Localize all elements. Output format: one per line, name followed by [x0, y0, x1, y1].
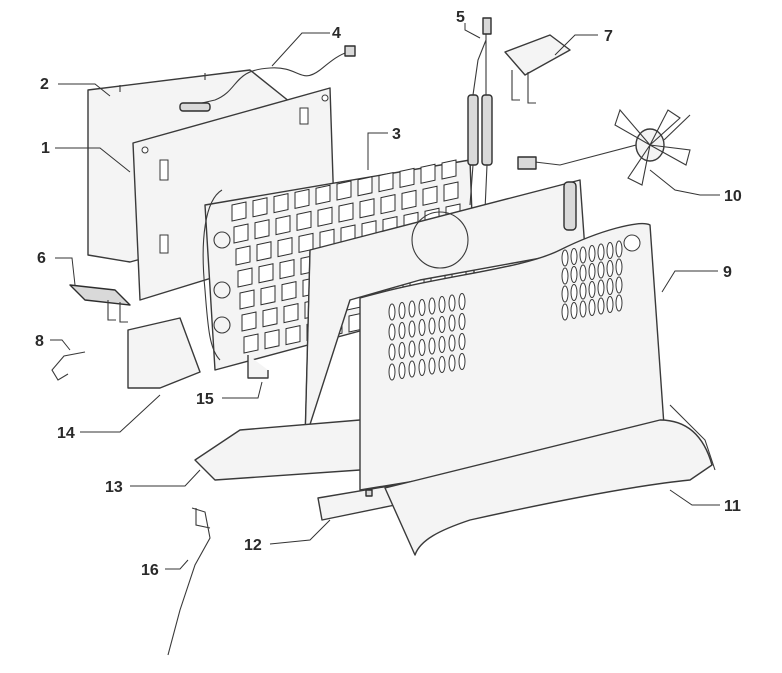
callout-4: 4	[332, 25, 341, 42]
part-16-rod	[167, 507, 211, 656]
callout-1: 1	[41, 140, 50, 157]
callout-14: 14	[57, 425, 75, 442]
callout-labels: 1 2 3 4 5 6 7 8 9 10 11 12 13 14 15 16	[35, 9, 742, 579]
part-10-fan	[517, 108, 691, 186]
callout-2: 2	[40, 76, 49, 93]
callout-8: 8	[35, 333, 44, 350]
callout-15: 15	[196, 391, 214, 408]
part-12-support-bar	[317, 484, 396, 521]
callout-9: 9	[723, 264, 732, 281]
callout-13: 13	[105, 479, 123, 496]
callout-11: 11	[724, 498, 741, 515]
part-15-clip	[247, 355, 269, 379]
part-11-drain-trough	[384, 404, 716, 556]
callout-16: 16	[141, 562, 159, 579]
callout-10: 10	[724, 188, 742, 205]
part-9-front-cover	[359, 223, 666, 491]
part-7-bracket	[504, 34, 571, 104]
callout-3: 3	[392, 126, 401, 143]
leader-lines	[50, 23, 720, 570]
part-14-lower-insulation	[127, 317, 201, 389]
callout-6: 6	[37, 250, 46, 267]
callout-7: 7	[604, 28, 613, 45]
callout-5: 5	[456, 9, 465, 26]
callout-12: 12	[244, 537, 262, 554]
part-6-cover-hooks	[69, 284, 131, 323]
part-4-sensor-cable	[179, 45, 356, 112]
part-5-defrost-heater	[467, 17, 493, 211]
cover-vent-slots	[388, 240, 623, 381]
part-8-wire-clip	[51, 351, 86, 381]
